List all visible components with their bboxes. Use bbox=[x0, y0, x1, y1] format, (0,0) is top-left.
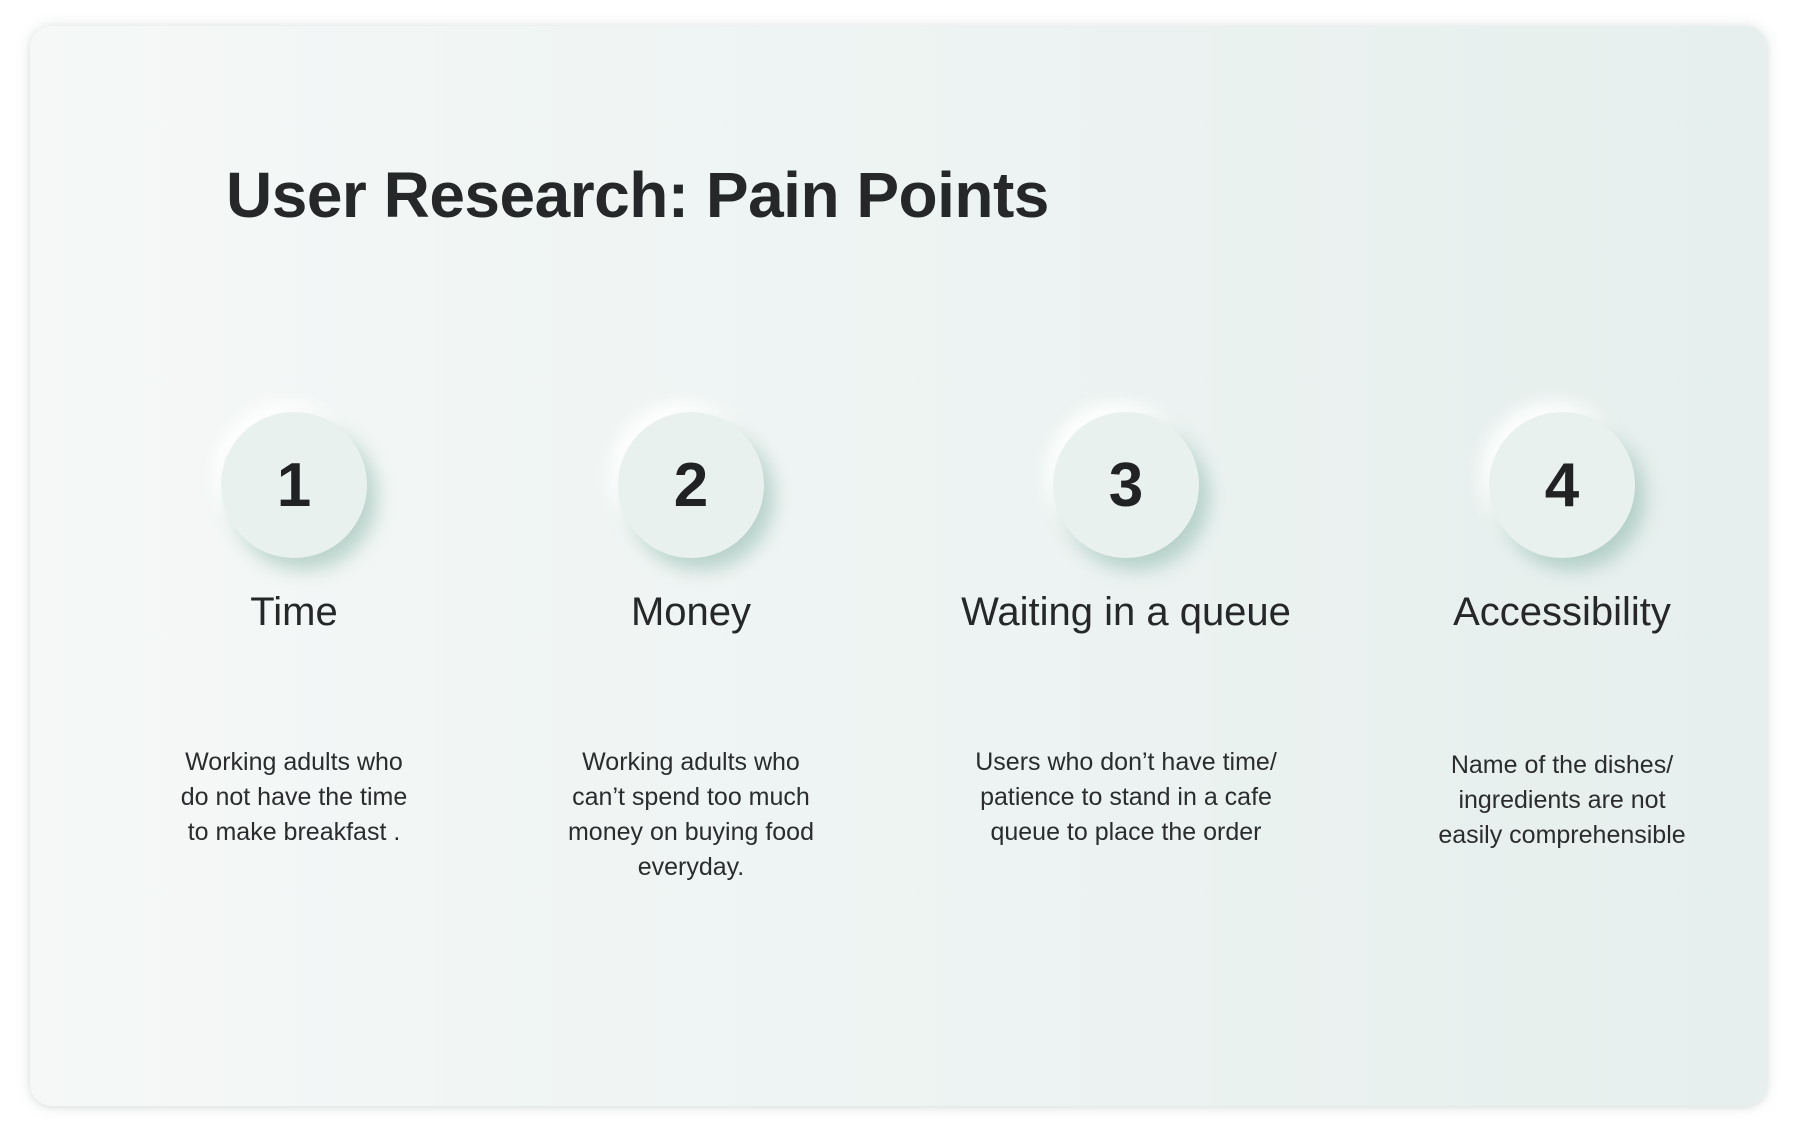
pain-point-description: Name of the dishes/ ingredients are not … bbox=[1438, 751, 1686, 849]
pain-point-description: Users who don’t have time/ patience to s… bbox=[975, 748, 1277, 846]
slide-card: User Research: Pain Points 1 Time Workin… bbox=[30, 26, 1767, 1106]
pain-point-label: Accessibility bbox=[1453, 590, 1671, 634]
pain-point-waiting-in-queue: 3 Waiting in a queue Users who don’t hav… bbox=[916, 412, 1336, 850]
pain-point-description: Working adults who can’t spend too much … bbox=[567, 748, 814, 881]
pain-point-money: 2 Money Working adults who can’t spend t… bbox=[481, 412, 901, 885]
pain-point-time: 1 Time Working adults who do not have th… bbox=[84, 412, 504, 850]
number-badge: 3 bbox=[1053, 412, 1199, 558]
pain-point-number: 2 bbox=[673, 450, 709, 520]
number-badge: 4 bbox=[1489, 412, 1635, 558]
pain-point-number: 1 bbox=[276, 450, 312, 520]
pain-point-accessibility: 4 Accessibility Name of the dishes/ ingr… bbox=[1352, 412, 1772, 853]
pain-point-description: Working adults who do not have the time … bbox=[180, 748, 408, 846]
pain-point-label: Waiting in a queue bbox=[961, 590, 1291, 634]
number-badge: 2 bbox=[618, 412, 764, 558]
pain-point-label: Time bbox=[250, 590, 338, 634]
page-title: User Research: Pain Points bbox=[226, 159, 1049, 231]
pain-point-number: 3 bbox=[1108, 450, 1144, 520]
pain-point-label: Money bbox=[630, 590, 752, 634]
pain-point-number: 4 bbox=[1544, 450, 1580, 520]
number-badge: 1 bbox=[221, 412, 367, 558]
